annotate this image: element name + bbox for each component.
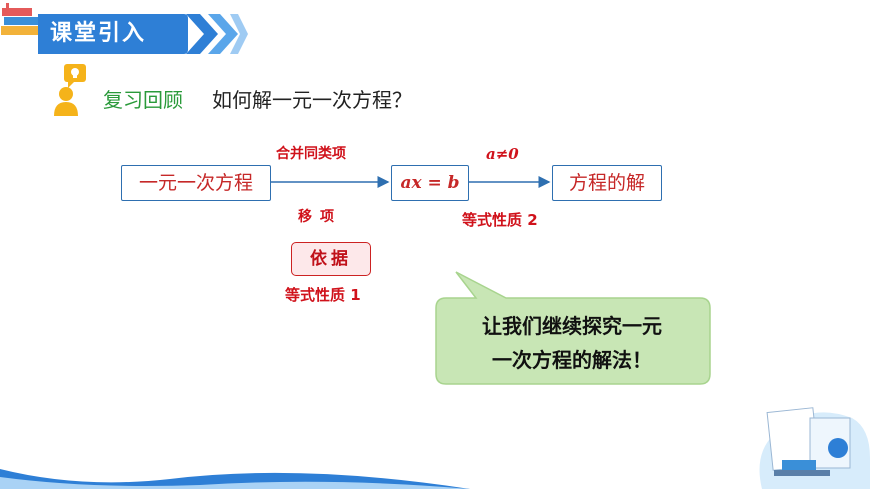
math-illustration-icon [759,407,870,489]
equality-property-1-label: 等式性质 1 [285,286,361,304]
equality-property-2-label: 等式性质 2 [462,211,538,229]
ax-equals-b-box: ax = b [391,165,469,201]
books-icon [1,3,39,35]
header-banner [38,14,188,54]
review-question: 如何解一元一次方程？ [212,88,412,112]
solution-box: 方程的解 [552,165,662,201]
linear-equation-box: 一元一次方程 [121,165,271,201]
bubble-line-1: 让我们继续探究一元 [482,314,662,338]
bubble-line-2: 一次方程的解法！ [492,348,652,372]
person-idea-icon [54,64,86,116]
header-title: 课堂引入 [50,21,147,46]
speech-bubble [435,271,711,385]
bubble-text: 让我们继续探究一元 一次方程的解法！ [438,303,706,389]
review-label: 复习回顾 [103,88,183,112]
wave-decoration [0,469,470,489]
transpose-label: 移项 [298,209,342,225]
chevron-arrows-icon [186,14,248,54]
condition-label: a≠0 [486,145,519,163]
basis-box: 依据 [291,242,371,276]
combine-like-terms-label: 合并同类项 [276,146,346,162]
